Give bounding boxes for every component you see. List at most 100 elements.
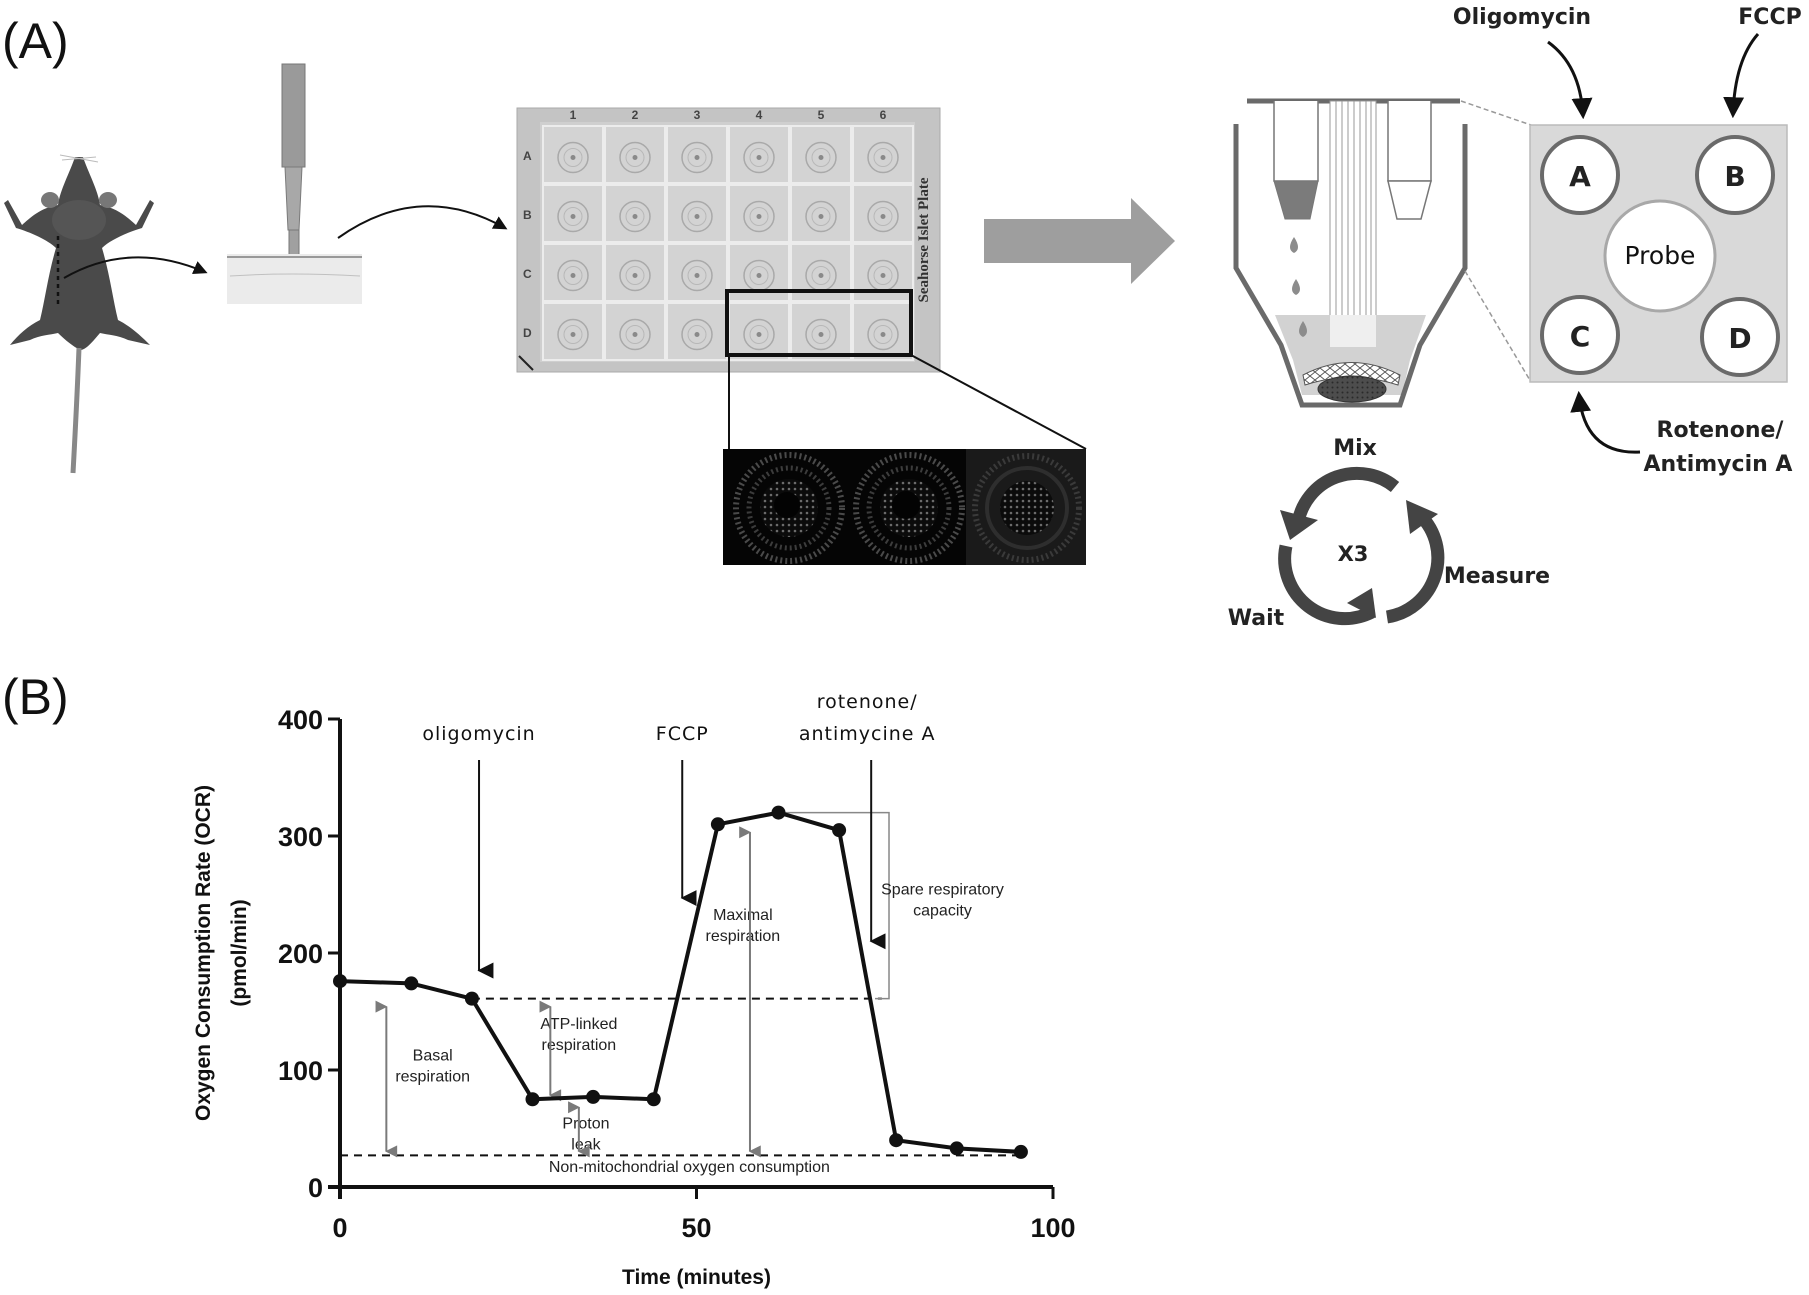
spare-capacity-bracket	[784, 811, 890, 1000]
annotation-text: Spare respiratory	[881, 882, 1004, 899]
fccp-injection-arrow	[1723, 33, 1760, 119]
plate-well	[852, 125, 914, 184]
probe-circle	[1603, 199, 1717, 313]
annotation-text: respiration	[705, 928, 780, 945]
plate-row-label: B	[523, 208, 532, 222]
plate-well	[728, 184, 790, 243]
cycle-arrows-icon	[1278, 466, 1445, 626]
injection-label: oligomycin	[422, 723, 535, 745]
fccp-injection-label: FCCP	[1738, 5, 1801, 30]
biopsy-to-plate-arrow	[337, 205, 508, 239]
ocr-data-point	[333, 974, 347, 989]
zoom-dashed-bottom	[1464, 270, 1532, 383]
plate-row-label: C	[523, 267, 532, 281]
biopsy-punch-icon	[227, 63, 362, 304]
cartridge-ports-diagram: Probe A B C D	[1529, 124, 1788, 383]
ocr-data-point	[889, 1133, 904, 1148]
plate-well	[666, 243, 728, 302]
port-b: B	[1695, 135, 1775, 215]
injection-label: rotenone/	[817, 691, 918, 713]
x-tick-label: 50	[681, 1213, 711, 1243]
plate-well	[666, 184, 728, 243]
port-c: C	[1540, 295, 1620, 375]
plate-well	[604, 243, 666, 302]
plate-well	[666, 125, 728, 184]
injection-label: FCCP	[656, 723, 709, 745]
annotation-text: Maximal	[713, 907, 773, 924]
y-tick-label: 300	[278, 822, 323, 852]
plate-well	[728, 125, 790, 184]
plate-well	[542, 184, 604, 243]
y-tick-label: 200	[278, 939, 323, 969]
y-axis-title-line-2: (pmol/min)	[228, 899, 251, 1006]
oligomycin-injection-arrow	[1547, 40, 1593, 120]
plate-column-label: 1	[570, 108, 577, 122]
annotation-text: respiration	[395, 1069, 470, 1086]
panel-a-label: (A)	[2, 13, 69, 69]
svg-text:A: A	[1569, 160, 1591, 193]
annotation-text: Non-mitochondrial oxygen consumption	[549, 1159, 830, 1176]
plate-well	[604, 302, 666, 361]
rotenone-injection-label-1: Rotenone/	[1657, 418, 1785, 443]
micrograph-strip	[723, 449, 1086, 565]
cycle-step-wait: Wait	[1228, 606, 1285, 631]
x-tick-label: 100	[1030, 1213, 1075, 1243]
panel-b-label: (B)	[2, 669, 69, 725]
annotation-text: respiration	[542, 1037, 617, 1054]
svg-text:D: D	[1728, 322, 1751, 355]
plate-well	[542, 243, 604, 302]
x-tick-label: 0	[332, 1213, 347, 1243]
plate-well	[790, 302, 852, 361]
plate-well	[604, 125, 666, 184]
well-sensor-icon	[1233, 98, 1468, 408]
y-tick-label: 0	[308, 1173, 323, 1203]
plate-well	[542, 125, 604, 184]
ocr-data-point	[586, 1089, 601, 1104]
ocr-data-point	[525, 1092, 540, 1107]
zoom-line-right	[910, 354, 1087, 450]
annotation-text: Proton	[562, 1116, 609, 1133]
annotation-text: Basal	[413, 1048, 453, 1065]
cycle-repeat-label: X3	[1338, 542, 1369, 566]
rotenone-injection-arrow	[1570, 390, 1641, 454]
plate-column-label: 6	[880, 108, 887, 122]
plate-column-label: 2	[632, 108, 639, 122]
plate-row-label: D	[523, 326, 532, 340]
mouse-icon	[4, 154, 154, 474]
ocr-data-point	[710, 817, 725, 832]
plate-well	[666, 302, 728, 361]
y-axis-title-line-1: Oxygen Consumption Rate (OCR)	[192, 785, 215, 1121]
ocr-data-point	[464, 991, 479, 1006]
plate-well	[852, 184, 914, 243]
svg-text:C: C	[1570, 320, 1591, 353]
ocr-data-point	[1013, 1144, 1028, 1159]
probe-label: Probe	[1625, 241, 1696, 270]
plate-column-label: 4	[756, 108, 763, 122]
svg-text:B: B	[1724, 160, 1745, 193]
ocr-data-point	[832, 823, 847, 838]
plate-well	[604, 184, 666, 243]
oligomycin-injection-label: Oligomycin	[1453, 5, 1591, 30]
plate-well	[728, 302, 790, 361]
mouse-to-biopsy-arrow	[63, 256, 208, 279]
annotation-text: ATP-linked	[540, 1016, 617, 1033]
cycle-step-mix: Mix	[1333, 436, 1377, 461]
cycle-step-measure: Measure	[1444, 564, 1550, 589]
ocr-data-point	[949, 1141, 964, 1156]
port-d: D	[1700, 297, 1780, 377]
plate-well	[790, 184, 852, 243]
plate-column-label: 5	[818, 108, 825, 122]
ocr-data-point	[771, 805, 786, 820]
plate-column-label: 3	[694, 108, 701, 122]
plate-well	[852, 302, 914, 361]
injection-label: antimycine A	[799, 723, 936, 745]
ocr-series-line	[339, 810, 1022, 1154]
annotation-text: leak	[571, 1137, 601, 1154]
port-a: A	[1540, 135, 1620, 215]
x-axis-title: Time (minutes)	[622, 1266, 771, 1289]
y-tick-label: 400	[278, 705, 323, 735]
plate-well	[542, 302, 604, 361]
